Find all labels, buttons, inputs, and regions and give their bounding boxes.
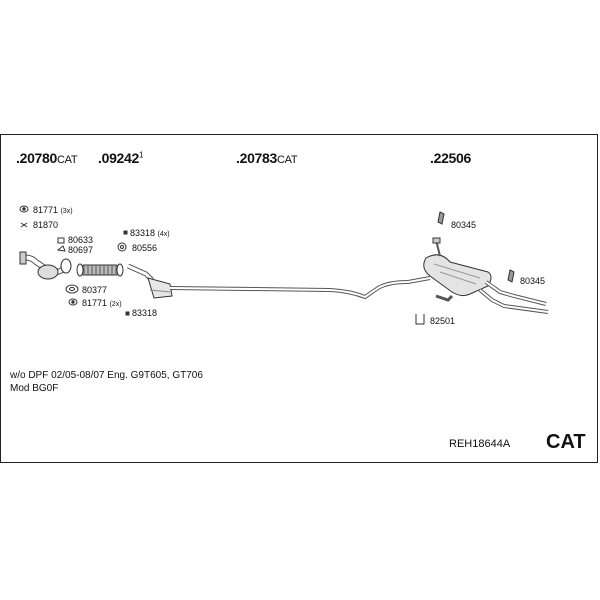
- diagram-frame: [0, 134, 598, 463]
- front-catalyst-pipe-drawing: [19, 251, 72, 280]
- label-83318: 83318: [132, 308, 158, 318]
- part-superscript: 1: [139, 150, 144, 160]
- label-83318-4x: 83318 (4x): [130, 228, 170, 238]
- label-80556: 80556: [132, 243, 158, 253]
- part-number: .09242: [98, 150, 140, 166]
- label-80697: 80697: [68, 245, 94, 255]
- label-81771-3x: 81771 (3x): [33, 205, 73, 215]
- category-badge: CAT: [546, 431, 586, 453]
- hardware-icons: [19, 205, 515, 325]
- hardware-qty: (2x): [109, 301, 122, 308]
- hardware-qty: (3x): [60, 208, 73, 215]
- part-suffix: CAT: [277, 154, 298, 166]
- part-number: .22506: [430, 150, 472, 166]
- part-suffix: CAT: [57, 154, 78, 166]
- part-number-22506: .22506: [430, 150, 471, 166]
- label-80345-top: 80345: [451, 220, 477, 230]
- reference-number: REH18644A: [449, 438, 511, 450]
- spec-line-1: w/o DPF 02/05-08/07 Eng. G9T605, GT706: [10, 370, 203, 381]
- hardware-code: 81771: [33, 205, 59, 215]
- label-80633: 80633: [68, 235, 94, 245]
- label-82501: 82501: [430, 316, 456, 326]
- part-number-20783: .20783CAT: [236, 150, 298, 166]
- hardware-qty: (4x): [157, 231, 170, 238]
- main-catalyst-pipe-drawing: [126, 263, 431, 300]
- hardware-code: 81771: [82, 298, 108, 308]
- hardware-code: 83318: [130, 228, 156, 238]
- label-81870: 81870: [33, 220, 59, 230]
- label-80345-right: 80345: [520, 276, 546, 286]
- part-number-09242: .092421: [98, 150, 143, 166]
- part-number-20780: .20780CAT: [16, 150, 78, 166]
- part-number: .20783: [236, 150, 278, 166]
- label-80377: 80377: [82, 285, 108, 295]
- rear-silencer-drawing: [423, 237, 549, 314]
- label-81771-2x: 81771 (2x): [82, 298, 122, 308]
- part-number: .20780: [16, 150, 58, 166]
- spec-line-2: Mod BG0F: [10, 383, 59, 394]
- flex-pipe-drawing: [76, 263, 124, 277]
